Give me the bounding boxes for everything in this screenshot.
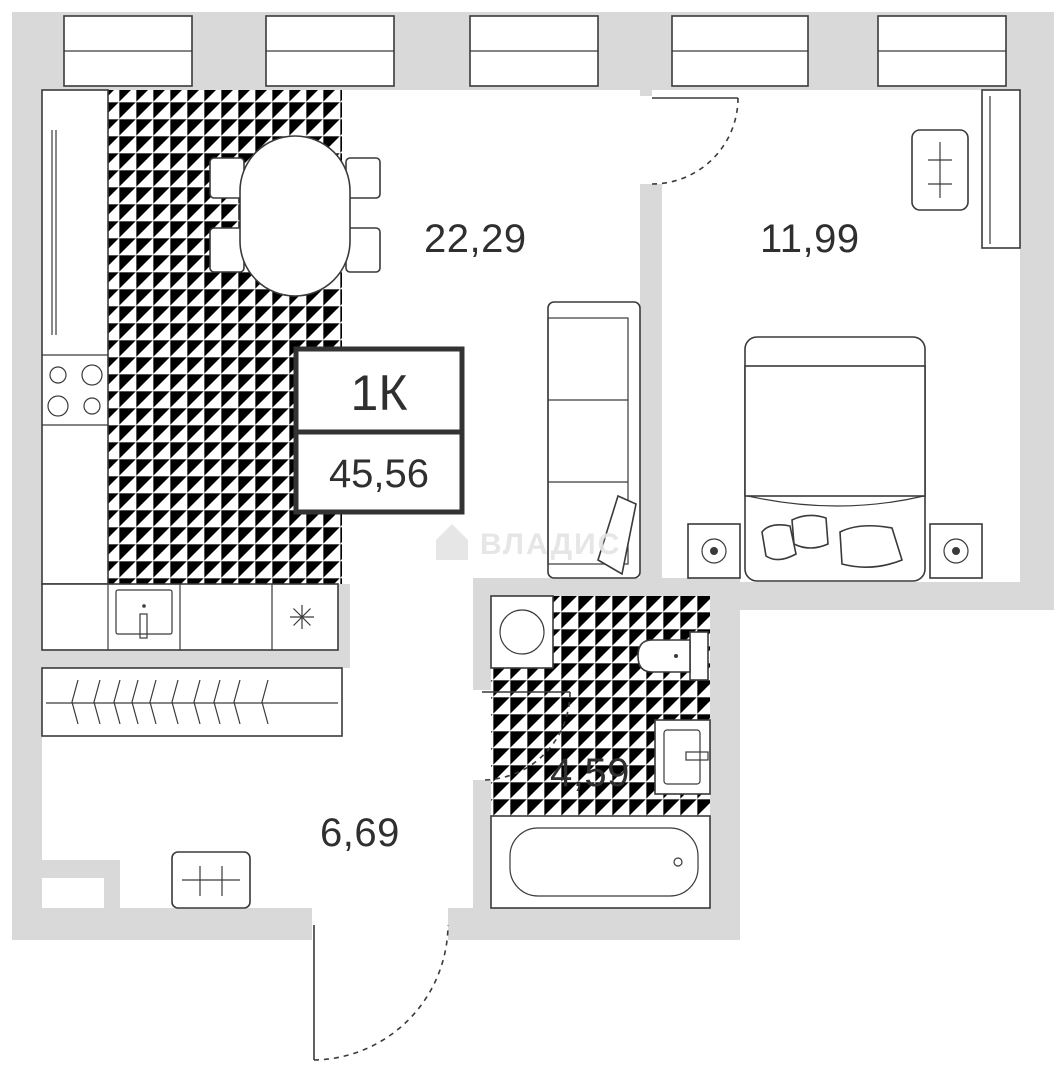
bedroom-radiator [981,89,1021,249]
double-bed [744,336,926,582]
washing-machine [490,595,554,669]
stove-icon [47,364,103,417]
entrance-door [313,924,449,1061]
kitchen-living-area: 22,29 [424,217,527,261]
bathroom-area: 4,59 [550,751,630,795]
kitchen-counter [41,89,109,585]
sofa [547,301,641,579]
bathtub [490,815,711,909]
windows [63,15,1007,87]
bathroom-door [481,691,571,781]
wardrobe [41,667,343,737]
total-area: 45,56 [329,452,429,496]
bedroom-area: 11,99 [760,217,860,261]
unit-type: 1К [351,365,408,421]
snowflake-icon [290,605,314,629]
logo-icon [436,524,468,560]
kitchen-bottom-counter [41,583,339,651]
toilet [637,631,709,681]
living-door [651,97,739,185]
dining-table [209,135,381,297]
radiator-icon [911,129,969,211]
hallway-area: 6,69 [320,811,400,855]
watermark: ВЛАДИС [436,524,621,561]
watermark-text: ВЛАДИС [480,528,621,561]
bath-sink [654,719,711,795]
unit-badge: 1К 45,56 [293,346,465,515]
sink-icon [115,589,173,639]
socket-icon [929,523,983,579]
socket-icon [687,523,741,579]
hallway-radiator-icon [171,851,251,909]
